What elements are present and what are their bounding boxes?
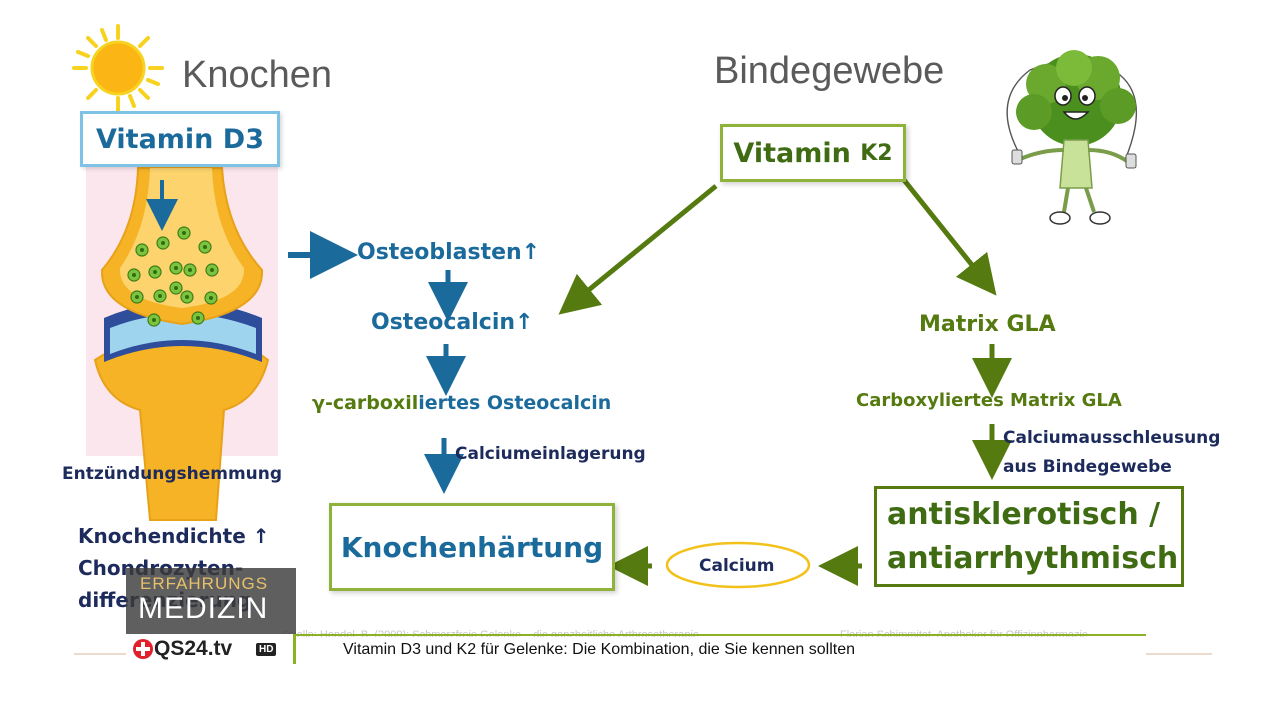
carboxyliertes-gla-label: Carboxyliertes Matrix GLA — [856, 390, 1122, 411]
arrow-k2-to-matrix — [902, 178, 997, 296]
calciumausschleusung-label: Calciumausschleusung — [1003, 428, 1221, 448]
lower-third-title: Vitamin D3 und K2 für Gelenke: Die Kombi… — [343, 641, 856, 658]
osteocalcin-label: Osteocalcin↑ — [371, 310, 534, 335]
bindegewebe-heading: Bindegewebe — [714, 50, 945, 92]
calciumeinlagerung-label: Calciumeinlagerung — [455, 444, 646, 464]
arrow-k2-to-osteocalcin — [558, 184, 718, 315]
knochen-heading: Knochen — [182, 54, 333, 96]
lower-third-accent-line — [296, 634, 1146, 636]
broccoli-mascot-icon — [1006, 50, 1137, 225]
vitamin-d3-box: Vitamin D3 — [80, 111, 280, 167]
medical-cross-icon — [133, 639, 153, 659]
anti-box: antisklerotisch / antiarrhythmisch — [874, 486, 1184, 587]
channel-logo: ERFAHRUNGS MEDIZIN QS24.tv HD — [126, 568, 296, 664]
vitamin-k2-main: Vitamin — [733, 137, 851, 169]
calcium-label: Calcium — [699, 556, 775, 576]
entzuendung-label: Entzündungshemmung — [62, 464, 283, 484]
brand-panel: QS24.tv HD — [126, 634, 296, 664]
knochendichte-label: Knochendichte ↑ — [78, 524, 270, 548]
vitamin-k2-box: Vitamin K2 — [720, 124, 906, 182]
show-name-sub: ERFAHRUNGS — [140, 574, 269, 593]
show-logo-panel: ERFAHRUNGS MEDIZIN — [126, 568, 296, 634]
brand-name: QS24.tv — [154, 637, 233, 660]
aus-bindegewebe-label: aus Bindegewebe — [1003, 457, 1172, 477]
show-name-main: MEDIZIN — [138, 592, 269, 625]
hd-badge: HD — [256, 643, 277, 656]
vitamin-k2-sub: K2 — [860, 140, 893, 166]
sun-icon — [72, 24, 164, 112]
joint-illustration — [86, 166, 278, 521]
carboxiliertes-label: γ-carboxiliertes Osteocalcin — [312, 392, 612, 414]
lower-third-title-bar — [296, 637, 1146, 663]
calcium-ellipse — [665, 541, 811, 589]
anti-line-2: antiarrhythmisch — [887, 540, 1179, 576]
knochenhaertung-box: Knochenhärtung — [329, 503, 615, 591]
matrix-gla-label: Matrix GLA — [919, 312, 1056, 337]
osteoblasten-label: Osteoblasten↑ — [357, 240, 541, 265]
anti-line-1: antisklerotisch / — [887, 496, 1161, 532]
